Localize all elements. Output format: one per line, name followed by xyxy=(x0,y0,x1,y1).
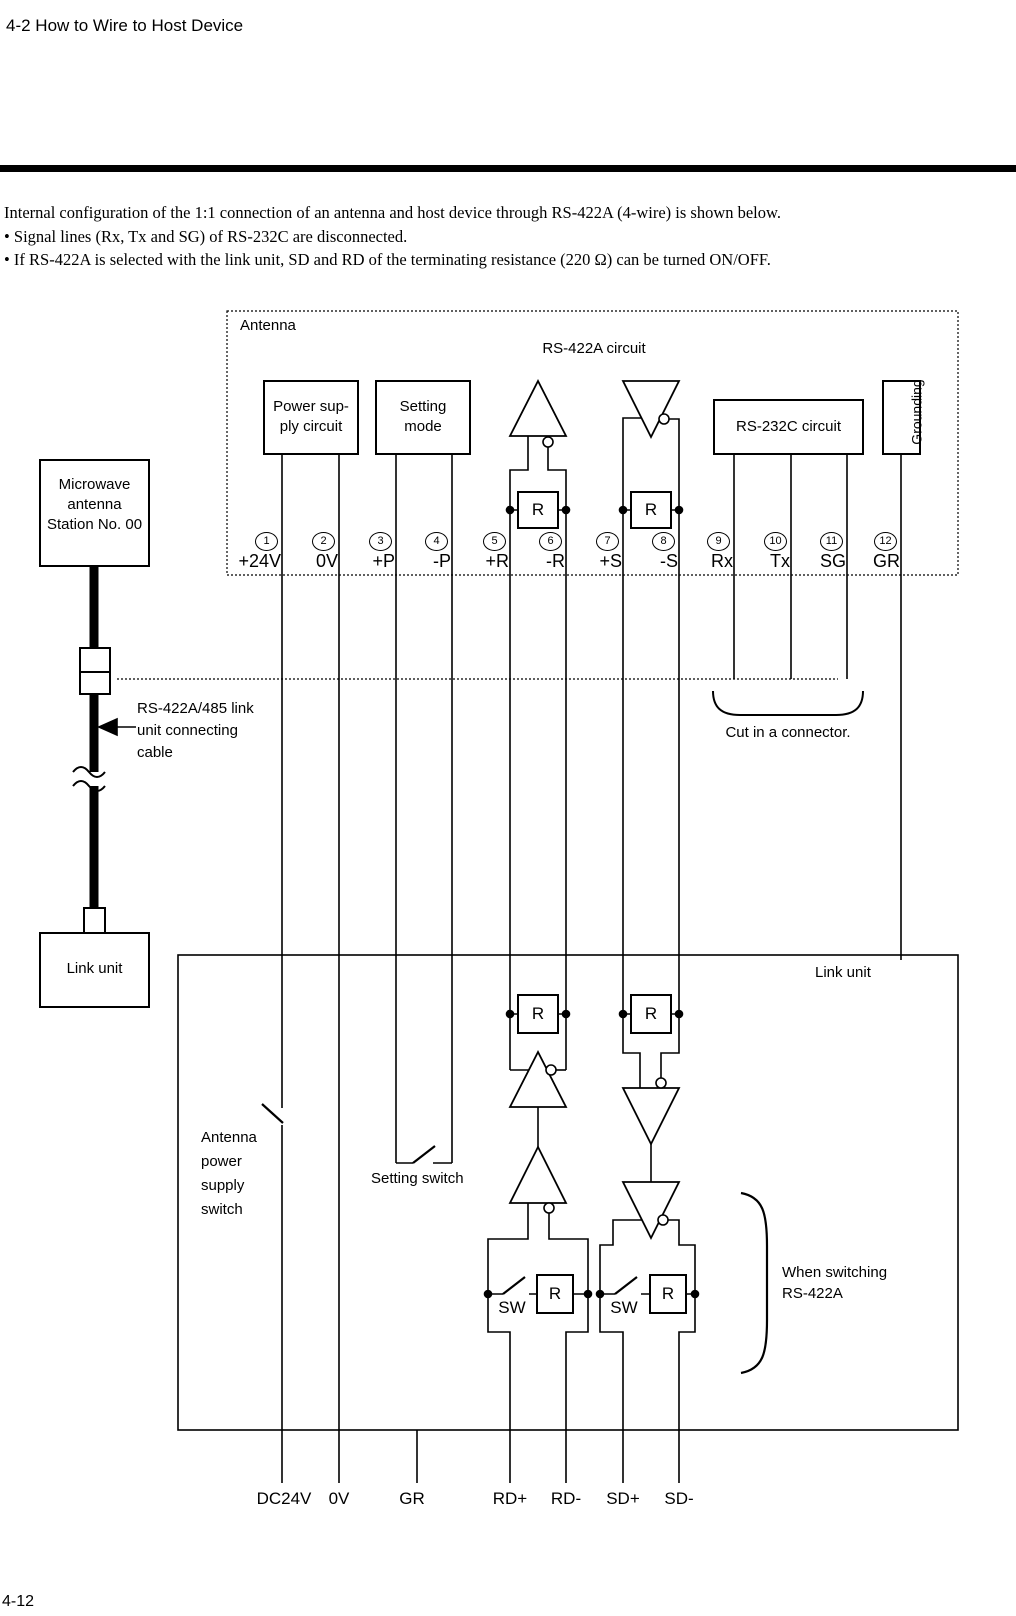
resistor-label: R xyxy=(644,1004,658,1023)
bottom-label-rd-plus: RD+ xyxy=(492,1489,528,1508)
setting-mode-line1: Setting xyxy=(399,398,447,415)
power-switch-line4: switch xyxy=(201,1201,243,1218)
power-switch-line2: power xyxy=(201,1153,242,1170)
microwave-antenna-box: Microwave antenna Station No. 00 xyxy=(39,459,150,567)
when-switching-line1: When switching xyxy=(782,1264,888,1281)
terminal-circle-7: 7 xyxy=(596,532,619,551)
bottom-label-sd-minus: SD- xyxy=(664,1489,694,1508)
terminal-circle-8: 8 xyxy=(652,532,675,551)
terminal-label-tx: Tx xyxy=(770,551,790,571)
bottom-label-0v: 0V xyxy=(328,1489,350,1508)
antenna-r-driver-triangle xyxy=(508,379,568,437)
terminal-label-minus-p: -P xyxy=(433,551,451,571)
intro-line-2: • Signal lines (Rx, Tx and SG) of RS-232… xyxy=(4,226,408,246)
cut-connector-bracket xyxy=(712,690,864,716)
terminal-circle-5: 5 xyxy=(483,532,506,551)
terminal-label-plus-r: +R xyxy=(485,551,509,571)
intro-paragraph: Internal configuration of the 1:1 connec… xyxy=(4,201,994,272)
microwave-line2: antenna xyxy=(67,496,122,513)
terminal-circle-11: 11 xyxy=(820,532,843,551)
page-number: 4-12 xyxy=(2,1593,35,1610)
power-supply-circuit-box: Power sup- ply circuit xyxy=(263,380,359,455)
terminal-circle-3: 3 xyxy=(369,532,392,551)
grounding-box: Grounding xyxy=(882,379,925,455)
cable-label-line2: unit connecting xyxy=(137,722,238,739)
rs422a-circuit-label: RS-422A circuit xyxy=(542,340,646,357)
sw-switch-label: SW xyxy=(610,1298,638,1317)
bottom-label-rd-minus: RD- xyxy=(550,1489,582,1508)
setting-mode-line2: mode xyxy=(404,418,442,435)
power-switch-line1: Antenna xyxy=(201,1129,257,1146)
terminal-label-0v: 0V xyxy=(315,551,338,571)
wires xyxy=(281,417,902,1483)
link-unit-small-box: Link unit xyxy=(39,932,150,1008)
resistor-label: R xyxy=(531,500,545,519)
terminal-circle-4: 4 xyxy=(425,532,448,551)
terminal-label-plus-p: +P xyxy=(372,551,395,571)
when-switching-brace xyxy=(740,1191,769,1375)
header-rule xyxy=(0,165,1016,172)
cable-callout-label: RS-422A/485 link unit connecting cable xyxy=(137,698,254,764)
setting-switch xyxy=(396,1145,452,1164)
linkunit-rd-triangle-1 xyxy=(508,1050,568,1108)
antenna-power-switch xyxy=(261,1103,284,1124)
when-switching-line2: RS-422A xyxy=(782,1285,843,1302)
gate-bubbles xyxy=(542,413,670,1226)
bottom-label-sd-plus: SD+ xyxy=(606,1489,640,1508)
terminal-label-rx: Rx xyxy=(711,551,733,571)
microwave-line1: Microwave xyxy=(58,476,131,493)
sw-switch-label: SW xyxy=(498,1298,526,1317)
resistor-label: R xyxy=(644,500,658,519)
terminal-label-plus-s: +S xyxy=(599,551,622,571)
junction-dots xyxy=(483,505,700,1299)
linkunit-sd-triangle-2 xyxy=(621,1181,681,1241)
power-switch-line3: supply xyxy=(201,1177,245,1194)
cable-label-line3: cable xyxy=(137,744,173,761)
terminal-label-24v: +24V xyxy=(238,551,281,571)
power-supply-line2: ply circuit xyxy=(279,418,343,435)
resistor-label: R xyxy=(548,1284,562,1303)
resistor-label: R xyxy=(661,1284,675,1303)
terminal-label-gr: GR xyxy=(873,551,900,571)
terminal-circle-10: 10 xyxy=(764,532,787,551)
linkunit-sd-triangle-1 xyxy=(621,1087,681,1147)
power-supply-line1: Power sup- xyxy=(273,398,349,415)
link-unit-gate-wiring xyxy=(487,1069,696,1483)
terminal-label-minus-r: -R xyxy=(546,551,565,571)
driver-receiver-triangles xyxy=(508,379,681,1241)
when-switching-label: When switching RS-422A xyxy=(782,1262,887,1304)
setting-switch-label: Setting switch xyxy=(371,1170,464,1187)
antenna-section-label: Antenna xyxy=(240,317,296,334)
cable-label-line1: RS-422A/485 link xyxy=(137,700,254,717)
microwave-line3: Station No. 00 xyxy=(46,516,143,533)
bottom-label-gr: GR xyxy=(399,1489,425,1508)
cut-connector-label: Cut in a connector. xyxy=(725,724,851,741)
terminal-circle-2: 2 xyxy=(312,532,335,551)
antenna-power-switch-label: Antenna power supply switch xyxy=(201,1126,257,1222)
antenna-dashed-box xyxy=(226,310,959,576)
linkunit-rd-triangle-2 xyxy=(508,1144,568,1204)
terminal-label-minus-s: -S xyxy=(660,551,678,571)
link-unit-box-outline xyxy=(177,954,959,1431)
intro-line-3: • If RS-422A is selected with the link u… xyxy=(4,250,771,269)
resistor-connectors xyxy=(510,509,679,1015)
resistor-boxes xyxy=(517,491,687,1314)
antenna-cable xyxy=(72,567,111,935)
page-title: 4-2 How to Wire to Host Device xyxy=(6,16,244,35)
terminal-circle-12: 12 xyxy=(874,532,897,551)
terminal-circle-6: 6 xyxy=(539,532,562,551)
rs232c-circuit-box: RS-232C circuit xyxy=(713,399,864,455)
bottom-label-dc24v: DC24V xyxy=(256,1489,312,1508)
terminal-circle-1: 1 xyxy=(255,532,278,551)
setting-mode-box: Setting mode xyxy=(375,380,471,455)
resistor-label: R xyxy=(531,1004,545,1023)
terminal-label-sg: SG xyxy=(819,551,846,571)
antenna-s-receiver-triangle xyxy=(621,380,681,440)
cable-callout-arrow xyxy=(97,717,136,737)
grounding-label: Grounding xyxy=(908,379,925,445)
terminal-circle-9: 9 xyxy=(707,532,730,551)
link-unit-section-label: Link unit xyxy=(815,964,871,981)
intro-line-1: Internal configuration of the 1:1 connec… xyxy=(4,203,781,222)
